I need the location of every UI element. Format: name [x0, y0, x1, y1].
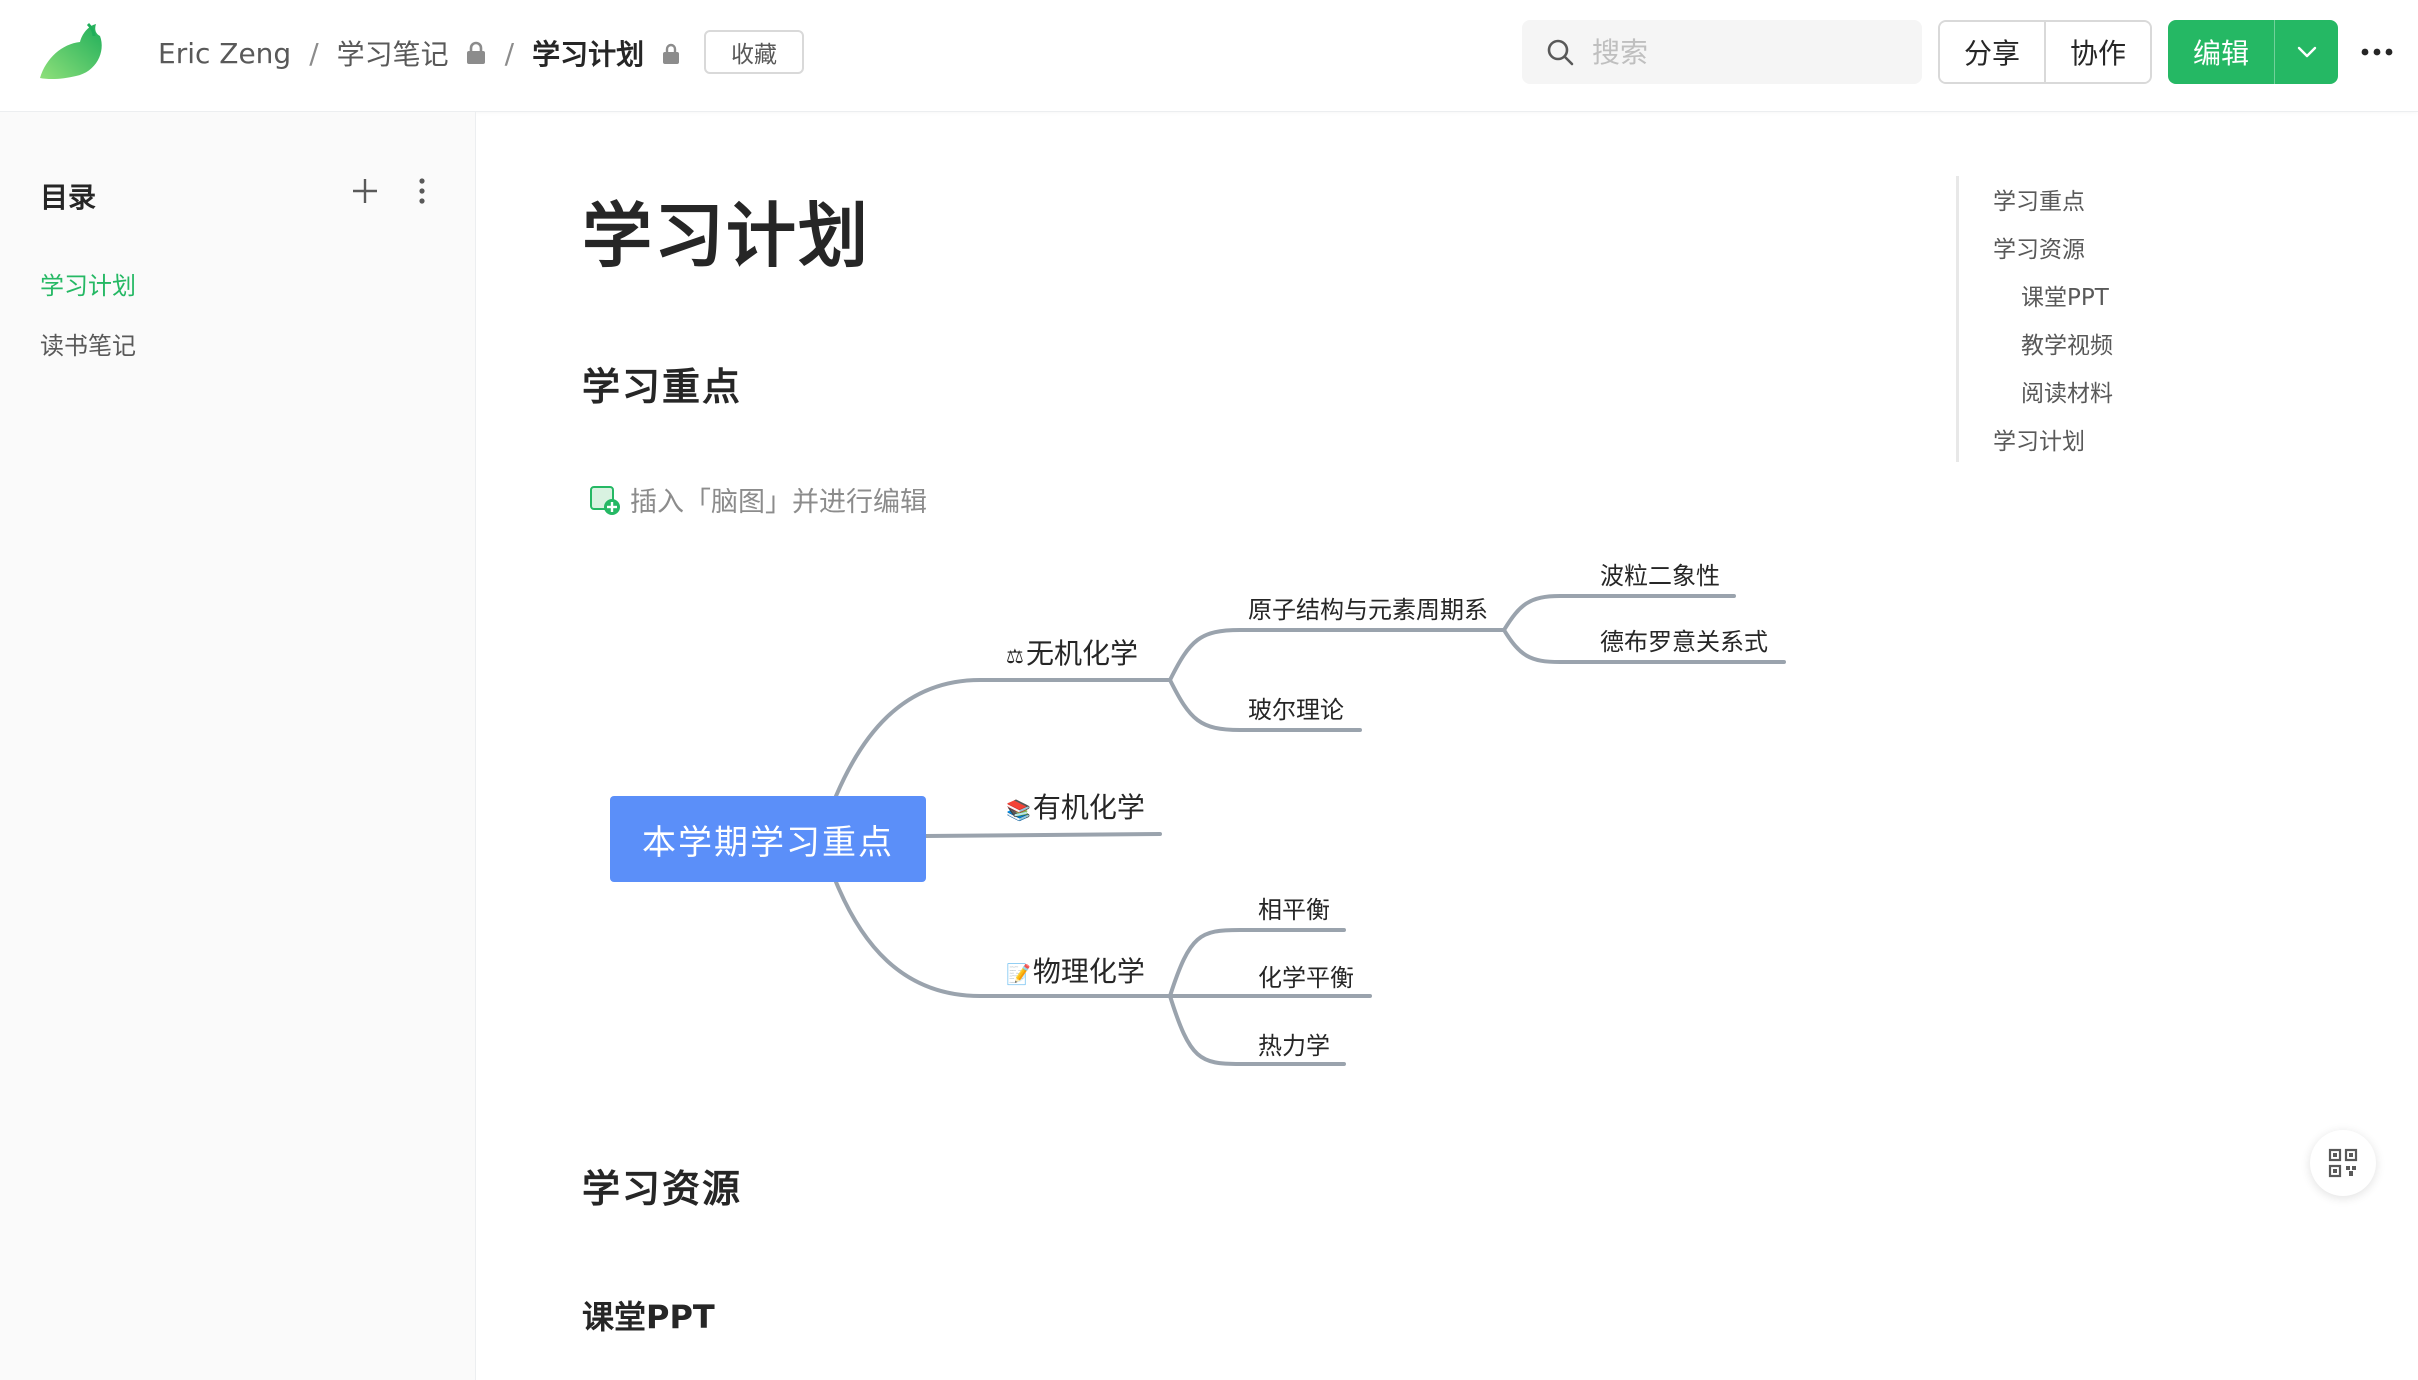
mindmap-hint-text: 插入「脑图」并进行编辑 — [630, 487, 927, 518]
toc-item-study-plan[interactable]: 学习计划 — [1993, 429, 2085, 455]
mindmap-node-organic[interactable]: 📚有机化学 — [1006, 791, 1145, 824]
search-icon — [1547, 39, 1574, 66]
memo-icon: 📝 — [1006, 962, 1031, 986]
doc-title: 学习计划 — [582, 195, 870, 277]
heading-class-ppt: 课堂PPT — [582, 1298, 715, 1336]
heading-study-resources: 学习资源 — [582, 1167, 743, 1211]
qr-code-icon — [2328, 1148, 2358, 1178]
breadcrumb-user[interactable]: Eric Zeng — [158, 36, 292, 70]
mindmap-connectors — [834, 594, 1786, 1066]
more-menu-button[interactable] — [2354, 30, 2400, 74]
more-vertical-icon[interactable] — [410, 176, 434, 206]
books-icon: 📚 — [1006, 798, 1031, 822]
plus-icon[interactable] — [350, 176, 380, 206]
mindmap-node-phase-equilibrium[interactable]: 相平衡 — [1258, 896, 1330, 924]
sidebar-item-study-plan[interactable]: 学习计划 — [40, 272, 136, 300]
mindmap-insert-hint[interactable]: 插入「脑图」并进行编辑 — [588, 480, 927, 519]
search-box[interactable] — [1522, 20, 1922, 84]
mindmap-insert-icon — [590, 485, 620, 515]
qr-code-button[interactable] — [2310, 1130, 2376, 1196]
mindmap-node-bohr-theory[interactable]: 玻尔理论 — [1248, 696, 1344, 724]
toc-item-study-focus[interactable]: 学习重点 — [1993, 189, 2085, 215]
collaborate-button[interactable]: 协作 — [2044, 22, 2151, 82]
sidebar-item-reading-notes[interactable]: 读书笔记 — [40, 332, 136, 360]
lock-icon — [663, 43, 680, 64]
scale-icon: ⚖ — [1006, 644, 1024, 668]
mindmap-root-node[interactable]: 本学期学习重点 — [610, 796, 926, 882]
more-horizontal-icon — [2361, 48, 2393, 56]
edit-button[interactable]: 编辑 — [2192, 37, 2249, 70]
share-button[interactable]: 分享 — [1940, 22, 2045, 82]
mindmap-node-de-broglie[interactable]: 德布罗意关系式 — [1600, 628, 1768, 656]
heading-study-focus: 学习重点 — [582, 365, 743, 409]
breadcrumb-doc[interactable]: 学习计划 — [532, 38, 645, 71]
sidebar-title: 目录 — [40, 181, 97, 214]
mindmap[interactable]: 本学期学习重点 ⚖无机化学 📚有机化学 📝物理化学 原子结构与元素周期系 玻尔理… — [560, 540, 1820, 1100]
chevron-down-icon — [2297, 46, 2316, 58]
toc-item-study-resources[interactable]: 学习资源 — [1993, 237, 2085, 263]
search-input[interactable] — [1592, 35, 1912, 69]
top-header: Eric Zeng / 学习笔记 / 学习计划 收藏 分享 协作 — [0, 0, 2418, 112]
toc-item-teaching-video[interactable]: 教学视频 — [2021, 333, 2113, 359]
mindmap-node-physical[interactable]: 📝物理化学 — [1006, 955, 1145, 988]
mindmap-node-atomic-structure[interactable]: 原子结构与元素周期系 — [1248, 596, 1488, 624]
edit-button-group: 编辑 — [2168, 20, 2338, 84]
share-collab-group: 分享 协作 — [1938, 20, 2153, 84]
breadcrumb: Eric Zeng / 学习笔记 / 学习计划 — [158, 30, 682, 76]
sidebar: 目录 学习计划 读书笔记 — [0, 112, 476, 1380]
mindmap-node-wave-particle[interactable]: 波粒二象性 — [1600, 562, 1720, 590]
mindmap-node-chemical-equilibrium[interactable]: 化学平衡 — [1258, 964, 1354, 992]
lock-icon — [466, 41, 485, 64]
favorite-button[interactable]: 收藏 — [704, 30, 804, 74]
edit-dropdown-button[interactable] — [2274, 20, 2338, 84]
breadcrumb-book[interactable]: 学习笔记 — [336, 38, 449, 71]
toc-item-class-ppt[interactable]: 课堂PPT — [2021, 285, 2109, 311]
mindmap-node-inorganic[interactable]: ⚖无机化学 — [1006, 637, 1138, 670]
toc-item-reading-material[interactable]: 阅读材料 — [2021, 381, 2113, 407]
breadcrumb-separator: / — [309, 36, 319, 70]
yuque-logo-icon[interactable] — [36, 22, 106, 84]
mindmap-node-thermodynamics[interactable]: 热力学 — [1258, 1032, 1330, 1060]
breadcrumb-separator: / — [504, 36, 515, 70]
doc-outline: 学习重点 学习资源 课堂PPT 教学视频 阅读材料 学习计划 — [1956, 176, 2336, 462]
